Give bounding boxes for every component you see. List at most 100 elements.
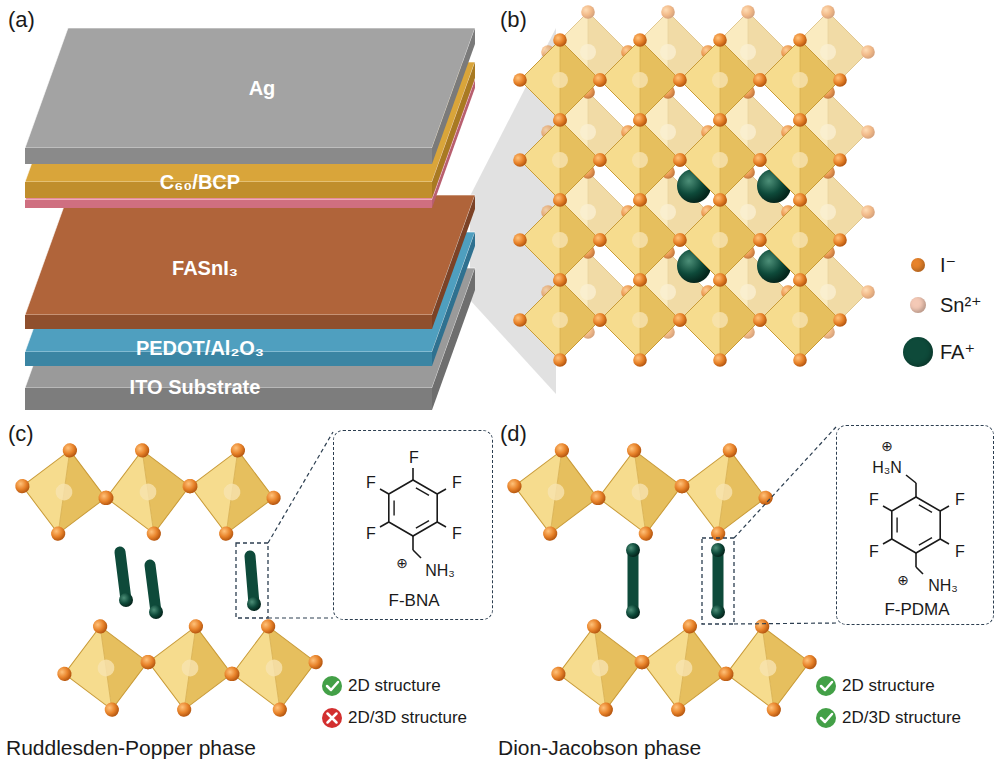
iodide-atom [753,233,767,247]
iodide-atom [753,233,767,247]
iodide-atom [633,113,647,127]
single-bond [380,522,389,527]
iodide-atom [673,313,687,327]
atom-label: F [869,491,879,509]
layer-label: ITO Substrate [130,376,261,399]
tin-atom [55,483,74,502]
ammonium-head [626,605,640,619]
tin-atom [740,284,756,300]
iodide-atom [633,193,647,207]
tin-atom [820,204,836,220]
iodide-atom [626,442,642,458]
iodide-atom [793,273,807,287]
iodide-atom [793,193,807,207]
atom-label: H₃N [872,459,902,477]
tin-atom [580,284,596,300]
octahedron [712,612,823,723]
iodide-atom [713,273,727,287]
iodide-atom [218,526,234,542]
ammonium-head [119,593,133,607]
octahedron-edge [680,280,760,360]
layer-top [25,195,475,315]
iodide-atom [633,353,647,367]
iodide-atom [673,73,687,87]
double-bond [415,487,428,495]
single-bond [916,567,923,574]
single-bond [380,489,389,494]
panel-label: (d) [500,421,527,446]
atom-label: F [869,543,879,561]
octahedron [513,193,607,287]
iodide-atom [713,193,727,207]
iodide-atom [793,113,807,127]
octahedron-edge [59,621,154,716]
iodide-atom [513,73,527,87]
iodide-atom [553,273,567,287]
tin-atom [552,72,568,88]
check-stroke [821,714,832,722]
single-bond [915,553,917,567]
iodide-atom [673,233,687,247]
tin-atom [660,124,676,140]
iodide-atom [92,618,108,634]
iodide-atom [713,193,727,207]
iodide-atom [793,33,807,47]
layer-band: Ag [243,75,282,102]
tin-atom [591,659,610,678]
tin-atom [139,483,158,502]
octahedron [673,33,767,127]
atom-label: F [452,525,462,543]
octahedron [500,436,611,547]
atom-label: F [366,474,376,492]
iodide-atom [554,442,570,458]
charge-symbol: ⊕ [396,555,408,571]
iodide-atom [593,313,607,327]
iodide-atom [682,618,698,634]
layer-front [25,200,432,208]
molecule-inset: FFFFF⊕NH₃F-BNA [333,430,493,620]
iodide-atom [260,618,276,634]
single-bond [437,522,446,527]
tin-atom [820,284,836,300]
octahedron-edge [593,445,688,540]
legend-label: I⁻ [940,254,956,277]
single-bond [883,539,892,544]
leader-line [268,617,333,618]
spacer-body [120,552,126,600]
octahedron [176,436,287,547]
check-icon [816,676,836,696]
ammonium-head [247,597,261,611]
iodide-atom [513,233,527,247]
octahedron-edge [600,120,680,200]
iodide-atom [188,618,204,634]
legend-label: FA⁺ [940,341,975,364]
iodide-atom [62,442,78,458]
organic-spacer [247,556,261,611]
iodide-atom [513,313,527,327]
iodide-atom [553,353,567,367]
single-bond [940,539,949,544]
octahedron [513,113,607,207]
octahedron [593,113,687,207]
iodide-atom [266,490,282,506]
iodide-atom [673,233,687,247]
octahedron-edge [227,621,322,716]
legend-swatch [903,337,933,367]
iodide-atom [506,478,522,494]
iodide-atom [513,153,527,167]
iodide-atom [713,33,727,47]
octahedron-edge [520,200,600,280]
check-icon [816,708,836,728]
iodide-atom [593,233,607,247]
molecule-structure [836,425,994,625]
layer-band: ITO Substrate [124,374,267,401]
tin-atom [740,124,756,140]
legend-label: Sn²⁺ [940,294,982,317]
tin-atom [580,124,596,140]
icon-disc [322,676,342,696]
benzene-ring [388,480,436,536]
layer-label: FASnI₃ [172,257,238,280]
octahedron [593,273,687,367]
ammonium-head [711,605,725,619]
iodide-atom [50,526,66,542]
